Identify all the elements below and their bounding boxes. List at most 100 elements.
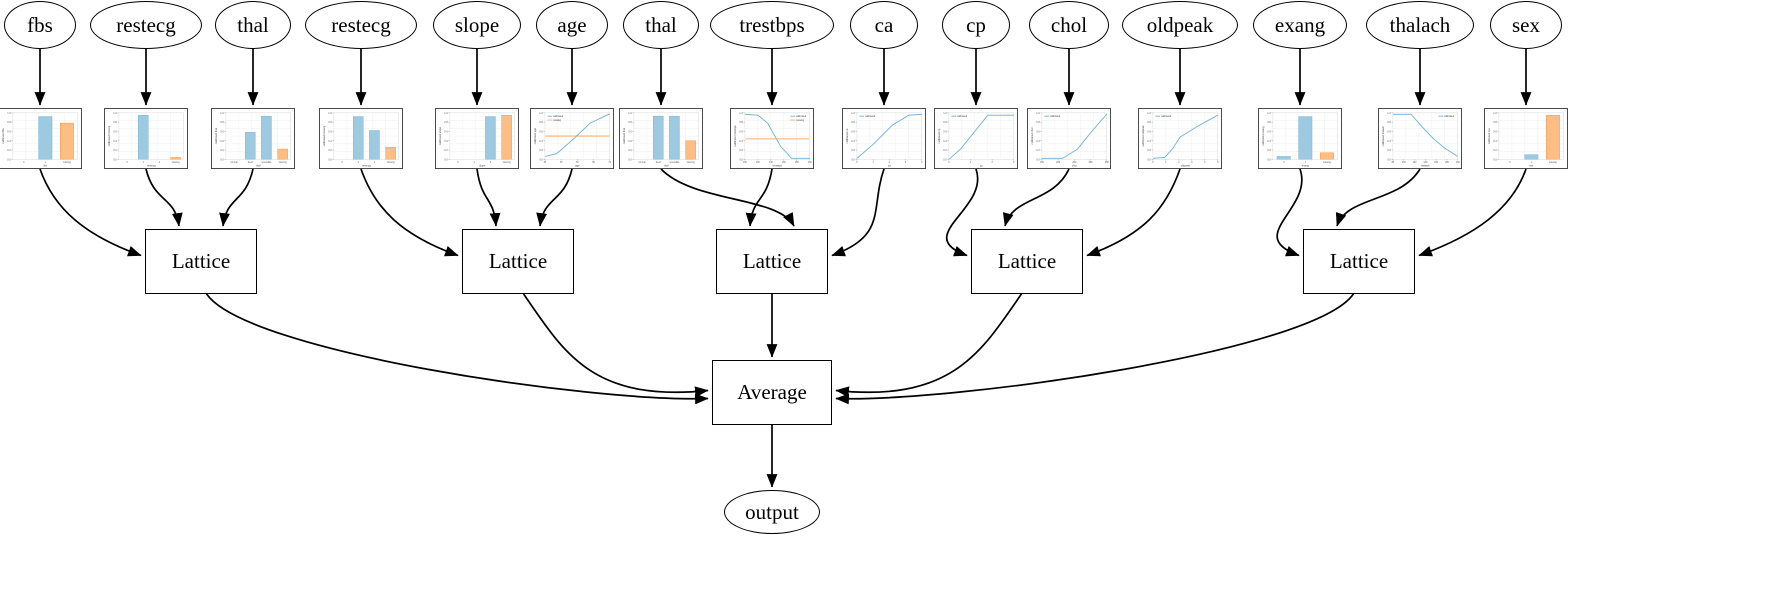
svg-text:0: 0 (457, 162, 459, 164)
svg-text:calibrated: calibrated (1050, 115, 1061, 118)
svg-text:1: 1 (1531, 162, 1533, 164)
feature-node-thal-6[interactable]: thal (623, 1, 699, 49)
average-node[interactable]: Average (712, 360, 832, 425)
svg-text:250: 250 (1072, 162, 1077, 164)
svg-text:120: 120 (1413, 162, 1418, 164)
feature-node-age-5[interactable]: age (536, 1, 608, 49)
lattice-node-1[interactable]: Lattice (462, 229, 574, 294)
svg-text:1.0: 1.0 (328, 112, 332, 115)
feature-node-ca-8[interactable]: ca (850, 1, 918, 49)
feature-node-fbs-0[interactable]: fbs (4, 1, 76, 49)
svg-text:0.2: 0.2 (113, 149, 117, 152)
svg-text:0.2: 0.2 (1387, 149, 1391, 152)
svg-text:0.8: 0.8 (628, 121, 632, 124)
lattice-node-label: Lattice (997, 249, 1057, 273)
svg-text:0.6: 0.6 (7, 131, 11, 134)
svg-text:0.4: 0.4 (444, 140, 448, 143)
feature-node-label: thal (645, 12, 677, 37)
svg-text:0.6: 0.6 (628, 131, 632, 134)
svg-text:0.0: 0.0 (1493, 158, 1497, 161)
feature-node-thalach-13[interactable]: thalach (1366, 1, 1474, 49)
svg-text:80: 80 (1392, 162, 1395, 164)
svg-text:0.6: 0.6 (220, 131, 224, 134)
svg-text:calibrated sex: calibrated sex (1487, 127, 1491, 144)
svg-text:100: 100 (1402, 162, 1407, 164)
svg-text:0.8: 0.8 (444, 121, 448, 124)
svg-text:1.0: 1.0 (739, 112, 743, 115)
svg-text:missing: missing (279, 162, 288, 164)
svg-text:140: 140 (1423, 162, 1428, 164)
svg-text:missing: missing (687, 162, 696, 164)
lattice-node-3[interactable]: Lattice (971, 229, 1083, 294)
svg-text:2: 2 (159, 162, 161, 164)
feature-node-thal-2[interactable]: thal (215, 1, 291, 49)
svg-text:fixed: fixed (248, 162, 254, 164)
output-node[interactable]: output (724, 490, 820, 534)
svg-text:1.0: 1.0 (851, 112, 855, 115)
feature-node-label: restecg (116, 12, 176, 37)
svg-text:0.8: 0.8 (1267, 121, 1271, 124)
svg-text:50: 50 (576, 162, 579, 164)
svg-text:0.4: 0.4 (739, 140, 743, 143)
svg-text:160: 160 (782, 162, 787, 164)
svg-text:3: 3 (1191, 162, 1193, 164)
svg-text:160: 160 (1434, 162, 1439, 164)
svg-text:missing: missing (1549, 162, 1558, 164)
svg-text:normal: normal (230, 162, 238, 164)
svg-text:0.2: 0.2 (220, 149, 224, 152)
svg-text:0.2: 0.2 (1493, 149, 1497, 152)
svg-text:0.4: 0.4 (1036, 140, 1040, 143)
feature-node-label: fbs (27, 12, 53, 37)
svg-text:0.4: 0.4 (113, 140, 117, 143)
svg-text:2: 2 (374, 162, 376, 164)
feature-node-slope-4[interactable]: slope (433, 1, 521, 49)
feature-node-chol-10[interactable]: chol (1029, 1, 1109, 49)
svg-text:0.8: 0.8 (328, 121, 332, 124)
feature-node-exang-12[interactable]: exang (1253, 1, 1347, 49)
svg-text:1.0: 1.0 (444, 112, 448, 115)
svg-text:normal: normal (638, 162, 646, 164)
svg-text:calibrated fbs: calibrated fbs (1, 128, 5, 144)
feature-node-oldpeak-11[interactable]: oldpeak (1122, 1, 1238, 49)
svg-text:0.0: 0.0 (739, 158, 743, 161)
svg-text:calibrated: calibrated (1161, 115, 1172, 118)
feature-node-restecg-3[interactable]: restecg (305, 1, 417, 49)
svg-text:restecg: restecg (362, 164, 371, 168)
feature-node-cp-9[interactable]: cp (942, 1, 1010, 49)
feature-node-restecg-1[interactable]: restecg (90, 1, 202, 49)
svg-text:0.0: 0.0 (1147, 158, 1151, 161)
svg-text:0: 0 (341, 162, 343, 164)
svg-text:70: 70 (608, 162, 611, 164)
lattice-node-0[interactable]: Lattice (145, 229, 257, 294)
svg-text:0.0: 0.0 (328, 158, 332, 161)
svg-text:0.6: 0.6 (1147, 131, 1151, 134)
svg-text:exang: exang (1302, 165, 1310, 168)
svg-text:0.2: 0.2 (539, 149, 543, 152)
svg-text:0.2: 0.2 (7, 149, 11, 152)
lattice-node-2[interactable]: Lattice (716, 229, 828, 294)
svg-text:1: 1 (872, 162, 874, 164)
svg-text:180: 180 (795, 162, 800, 164)
svg-text:0.2: 0.2 (1267, 149, 1271, 152)
lattice-node-4[interactable]: Lattice (1303, 229, 1415, 294)
svg-text:1.0: 1.0 (943, 112, 947, 115)
svg-text:0.8: 0.8 (1036, 121, 1040, 124)
svg-text:0.0: 0.0 (1267, 158, 1271, 161)
svg-text:fixed: fixed (656, 162, 662, 164)
svg-text:40: 40 (560, 162, 563, 164)
feature-node-sex-14[interactable]: sex (1490, 1, 1562, 49)
feature-node-trestbps-7[interactable]: trestbps (710, 1, 834, 49)
svg-text:cp: cp (980, 165, 983, 168)
svg-text:calibrated thal: calibrated thal (622, 128, 626, 145)
svg-text:reversible: reversible (669, 162, 680, 164)
svg-text:calibrated thalach: calibrated thalach (1381, 125, 1385, 146)
svg-text:200: 200 (1056, 162, 1061, 164)
